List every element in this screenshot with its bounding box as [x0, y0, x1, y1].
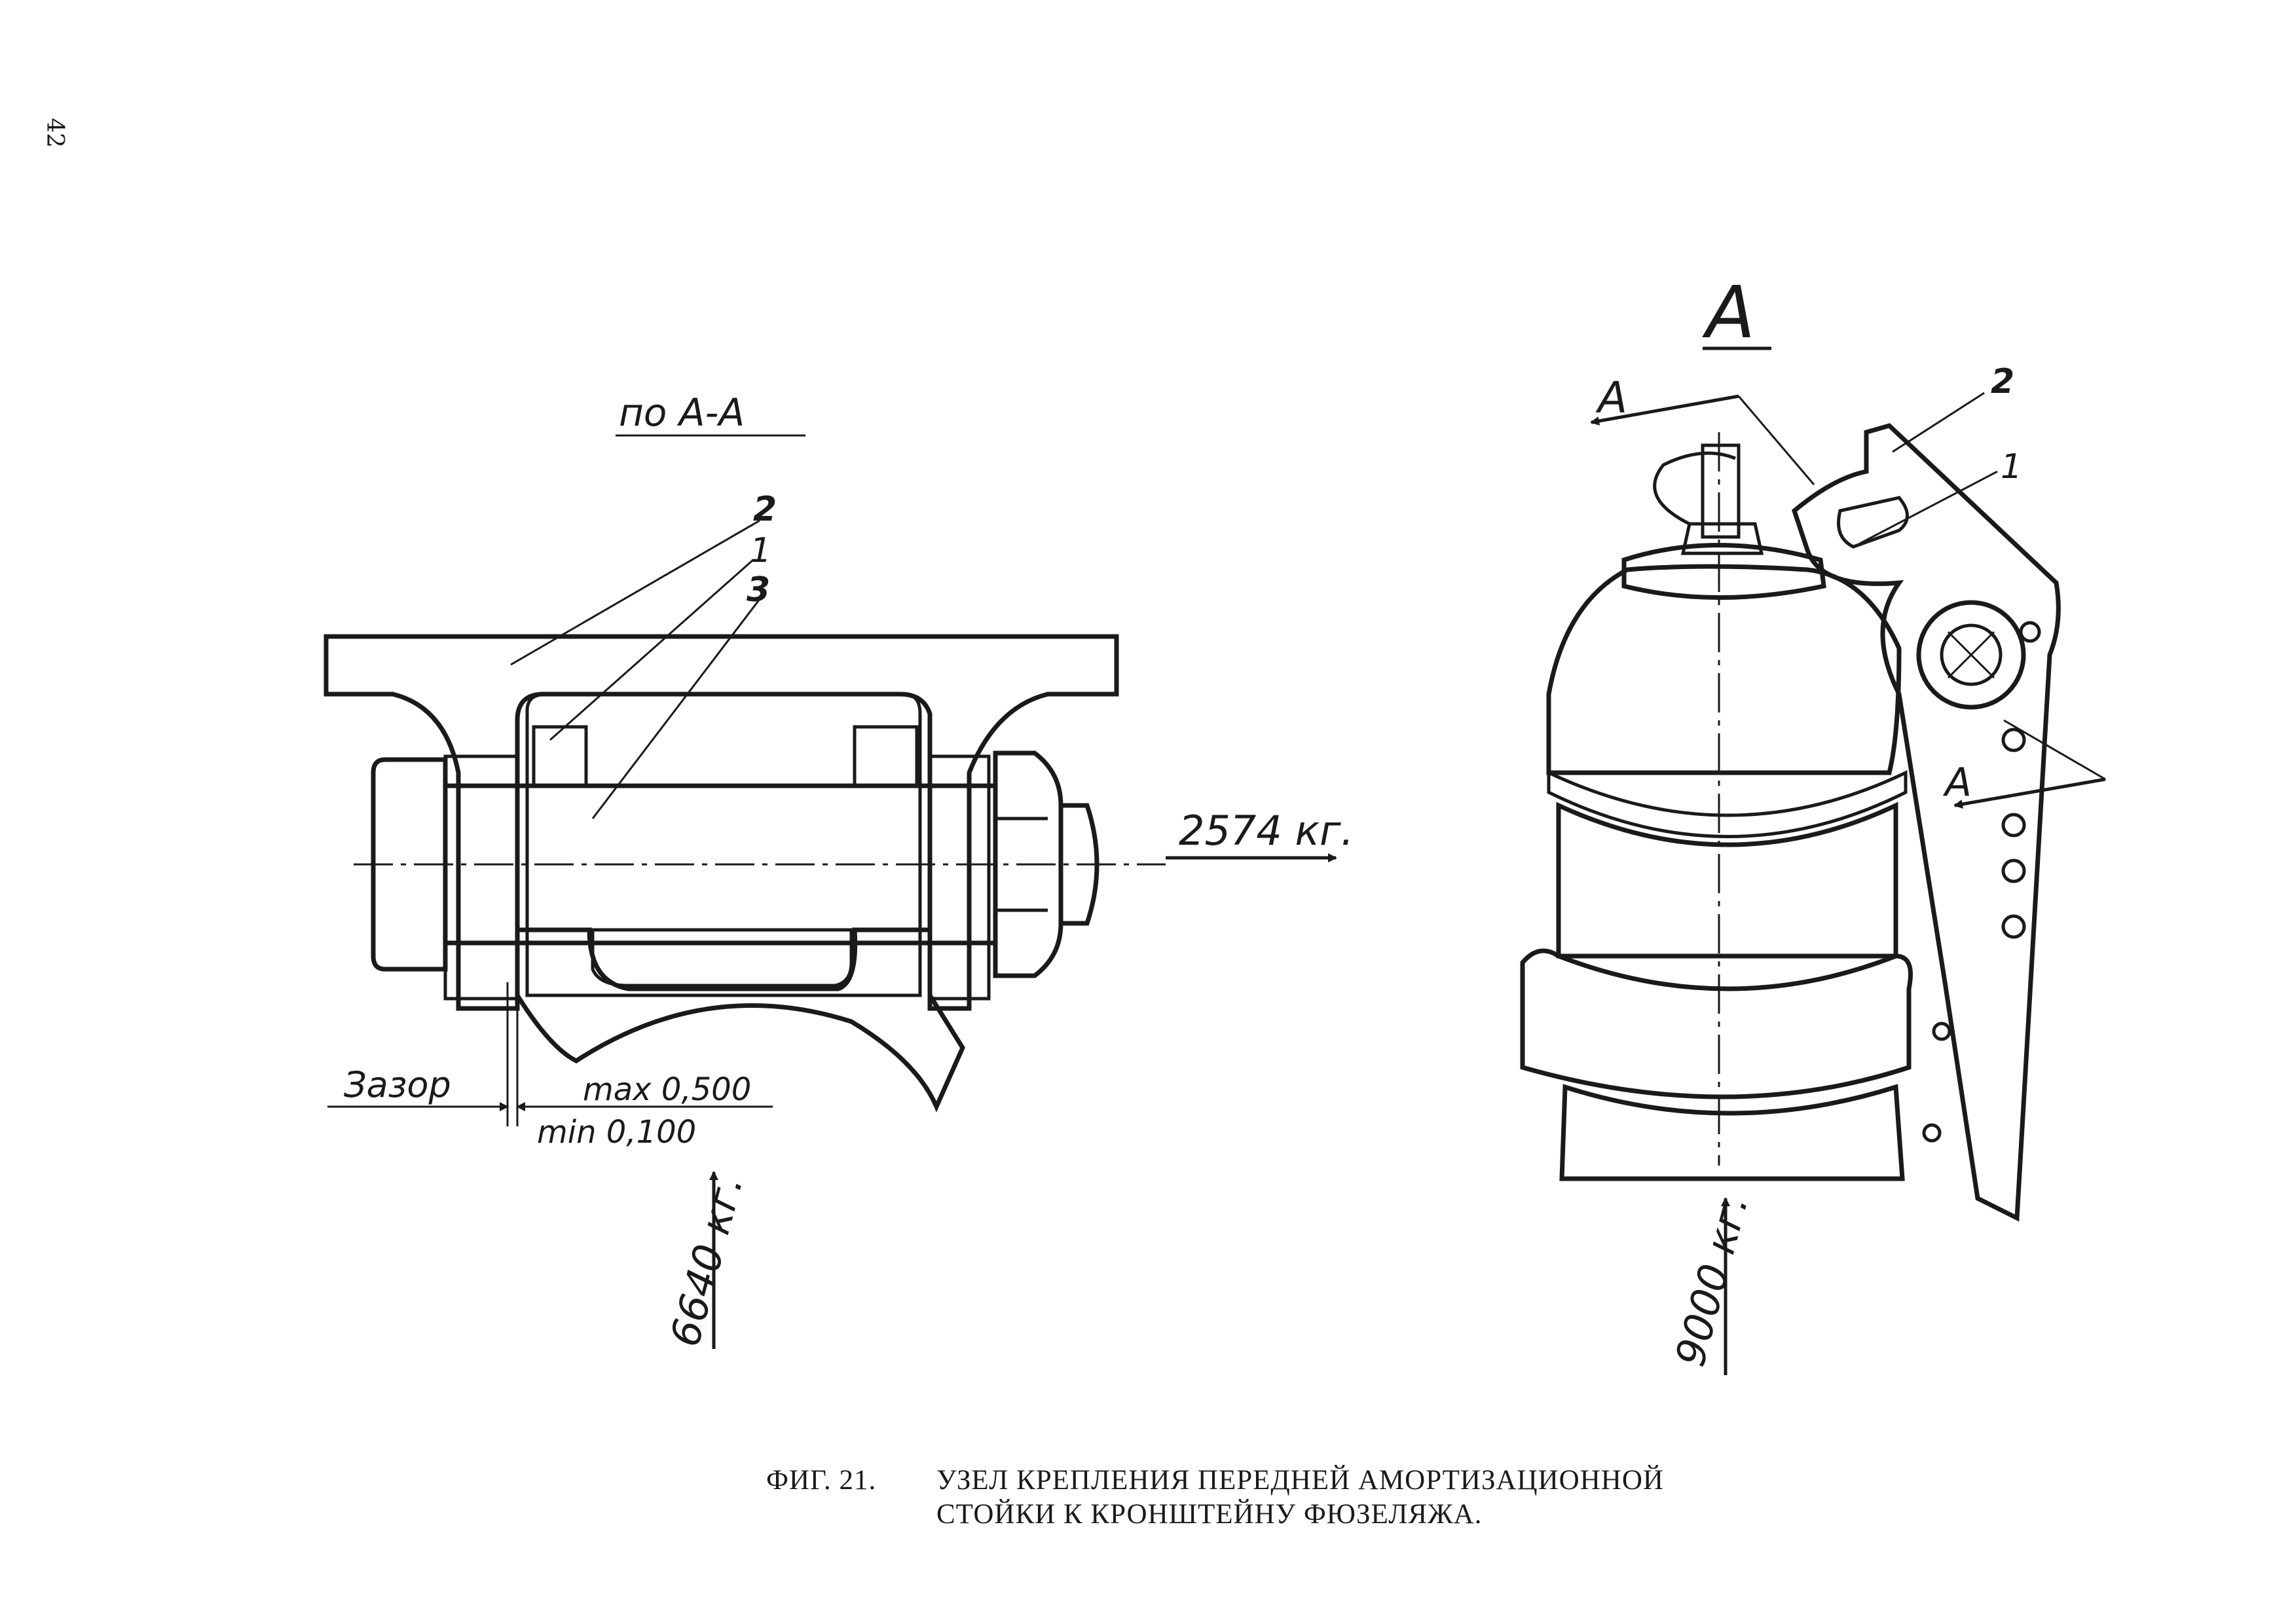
- bushing-right: [853, 725, 919, 788]
- section-aa-view: по А-А 2 1 3 2574 кг.: [323, 390, 1354, 1352]
- gap-max: max 0,500: [583, 1071, 751, 1108]
- view-a-title: А: [1702, 270, 1755, 354]
- view-a-force-label: 9000 кг.: [1666, 1190, 1758, 1371]
- callout-1: 1: [750, 531, 771, 570]
- leader-3: [591, 599, 761, 819]
- callout-a2: 2: [1991, 362, 2014, 401]
- bolt-head: [371, 757, 448, 972]
- pivot-boss: [1916, 600, 2026, 710]
- leader-2: [510, 519, 760, 666]
- caption-line-1: ФИГ. 21. УЗЕЛ КРЕПЛЕНИЯ ПЕРЕДНЕЙ АМОРТИЗА…: [766, 1464, 1748, 1498]
- force-right-label: 2574 кг.: [1179, 807, 1354, 855]
- leader-a2: [1892, 392, 1985, 453]
- lug-inner-arc: [591, 928, 853, 987]
- bracket-slot: [1837, 496, 1909, 549]
- caption-title-2: СТОЙКИ К КРОНШТЕЙНУ ФЮЗЕЛЯЖА.: [936, 1499, 1483, 1530]
- figure-caption: ФИГ. 21. УЗЕЛ КРЕПЛЕНИЯ ПЕРЕДНЕЙ АМОРТИЗА…: [766, 1464, 1748, 1532]
- section-aa-title: по А-А: [619, 390, 745, 435]
- callout-2: 2: [753, 490, 777, 529]
- rivet-5: [2001, 914, 2026, 939]
- force-up-label: 6640 кг.: [661, 1170, 752, 1352]
- strut-lug: [515, 927, 965, 1113]
- cotter-pin-end: [1058, 803, 1100, 926]
- view-a: А А А: [1520, 270, 2106, 1375]
- bushing-left: [532, 725, 588, 788]
- caption-title-1: УЗЕЛ КРЕПЛЕНИЯ ПЕРЕДНЕЙ АМОРТИЗАЦИОННОЙ: [936, 1465, 1664, 1496]
- gap-label: Зазор: [344, 1064, 451, 1105]
- section-mark-right: А: [1942, 760, 1972, 805]
- strut-lower-tube: [1559, 1084, 1905, 1181]
- rivet-6: [1932, 1022, 1951, 1041]
- strut-cylinder: [1556, 802, 1898, 959]
- rivet-3: [2001, 813, 2026, 838]
- figure-number: ФИГ. 21.: [766, 1465, 877, 1496]
- weld-band: [1547, 770, 1908, 838]
- strut-top-cap: [1621, 543, 1826, 600]
- rivet-1: [2019, 621, 2041, 643]
- rivet-2: [2001, 728, 2026, 752]
- rivet-4: [2001, 858, 2026, 883]
- pivot-nut: [1940, 623, 2003, 686]
- rivet-7: [1922, 1123, 1942, 1143]
- top-bolt: [1701, 443, 1741, 539]
- top-nut: [1680, 522, 1764, 555]
- safety-wire: [1653, 451, 1736, 526]
- callout-a1: 1: [2001, 447, 2022, 487]
- housing-cavity: [525, 692, 922, 997]
- section-line-top: [1737, 396, 1815, 485]
- leader-1: [549, 559, 754, 741]
- strut-cone: [1546, 564, 1902, 775]
- strut-collar: [1520, 948, 1913, 1099]
- gap-min: min 0,100: [537, 1114, 696, 1151]
- section-mark-top-arrow: [1590, 394, 1739, 426]
- fuselage-bracket: [1791, 423, 2061, 1222]
- washer-right: [928, 754, 991, 1001]
- callout-3: 3: [747, 570, 770, 610]
- section-mark-right-arrow: [1953, 777, 2106, 809]
- section-line-right: [2003, 719, 2106, 781]
- pivot-nut-slot-2: [1947, 631, 1995, 679]
- section-mark-top: А: [1595, 373, 1627, 423]
- leader-a1: [1859, 470, 1998, 545]
